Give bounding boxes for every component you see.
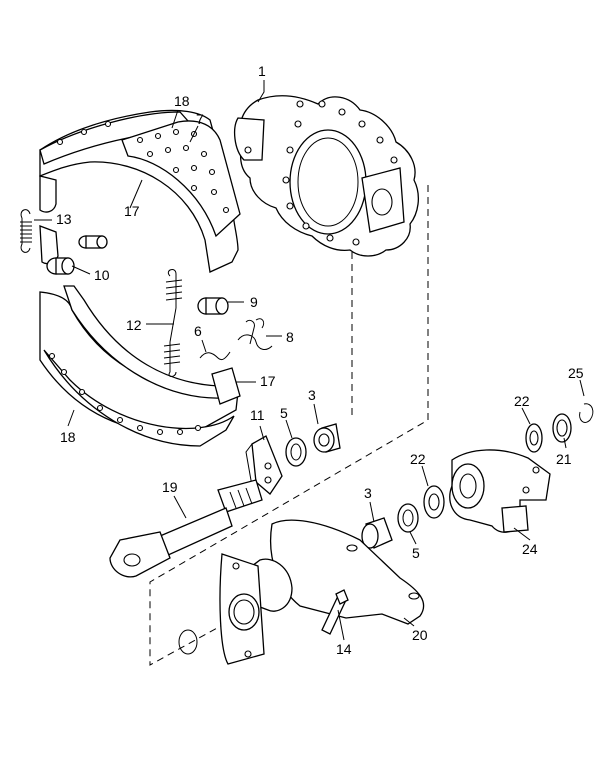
return-spring-13	[20, 209, 32, 253]
spring-12	[163, 269, 183, 377]
pin-6	[199, 351, 231, 361]
callout-7: 7	[196, 111, 204, 127]
seal-5-lower	[397, 503, 419, 533]
callout-21: 21	[556, 451, 572, 467]
callout-14: 14	[336, 641, 352, 657]
roller-9	[197, 297, 229, 315]
bushing-3-lower	[361, 517, 393, 549]
roller-10	[46, 235, 108, 275]
camshaft-19	[109, 479, 263, 578]
callout-9: 9	[250, 294, 258, 310]
clip-25	[579, 403, 594, 423]
callout-10: 10	[94, 267, 110, 283]
callout-18-lower: 18	[60, 429, 76, 445]
washer-22-lower	[423, 485, 445, 519]
callout-12: 12	[126, 317, 142, 333]
callout-25: 25	[568, 365, 584, 381]
callout-3-lower: 3	[364, 485, 372, 501]
bushing-3-upper	[313, 423, 341, 453]
upper-brake-shoe	[39, 109, 241, 273]
callout-24: 24	[522, 541, 538, 557]
callout-1: 1	[258, 63, 266, 79]
callout-17-lower: 17	[260, 373, 276, 389]
snap-ring	[178, 629, 198, 655]
seal-5-upper	[285, 437, 307, 467]
callout-20: 20	[412, 627, 428, 643]
callout-22-lower: 22	[410, 451, 426, 467]
slack-adjuster-24	[449, 449, 551, 533]
callout-22-upper: 22	[514, 393, 530, 409]
callout-17-upper: 17	[124, 203, 140, 219]
callout-6: 6	[194, 323, 202, 339]
lower-brake-shoe	[39, 285, 241, 447]
callout-18-upper: 18	[174, 93, 190, 109]
alignment-lines	[149, 185, 429, 666]
washer-21	[552, 413, 572, 443]
clip-8	[237, 318, 273, 350]
callout-11: 11	[250, 407, 265, 423]
callout-5-lower: 5	[412, 545, 420, 561]
callout-19: 19	[162, 479, 178, 495]
callout-5-upper: 5	[280, 405, 288, 421]
leader-lines	[34, 80, 585, 641]
bolt-14	[321, 589, 349, 635]
callout-13: 13	[56, 211, 72, 227]
spider-plate	[233, 94, 420, 257]
washer-22-upper	[525, 423, 543, 453]
callout-labels: 1 18 7 13 17 10 9 12 6 8 17 18 11 5 3 25…	[56, 63, 584, 657]
bracket-20	[219, 519, 425, 665]
callout-8: 8	[286, 329, 294, 345]
callout-3-upper: 3	[308, 387, 316, 403]
